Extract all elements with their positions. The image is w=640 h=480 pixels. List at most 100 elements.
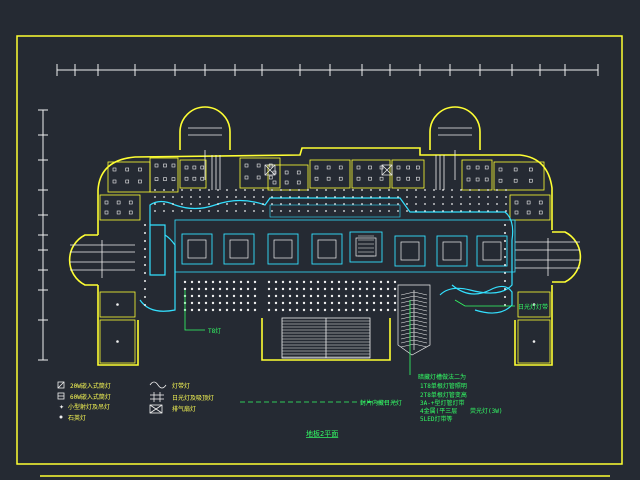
herringbone-rib <box>413 303 428 308</box>
room <box>461 159 493 191</box>
downlight <box>199 189 201 191</box>
room-fixture <box>356 176 361 181</box>
herringbone-rib <box>400 331 415 336</box>
room-fixture <box>466 165 471 170</box>
downlight <box>295 280 299 284</box>
downlight <box>271 203 273 205</box>
herringbone-rib <box>413 307 428 312</box>
downlight <box>379 210 381 212</box>
panel-inset <box>273 239 293 259</box>
side-room-light <box>116 340 119 343</box>
downlight <box>190 189 192 191</box>
downlight <box>144 288 146 290</box>
panel-inset <box>355 237 377 257</box>
downlight <box>316 196 318 198</box>
exhaust-cross <box>381 164 393 176</box>
downlight <box>406 210 408 212</box>
panel-inset <box>442 241 462 261</box>
room-fixture <box>406 165 410 170</box>
downlight <box>274 308 278 312</box>
herringbone-rib <box>400 291 415 296</box>
ceiling-panel <box>223 233 255 265</box>
downlight <box>379 294 383 298</box>
downlight <box>478 189 480 191</box>
downlight <box>469 196 471 198</box>
downlight <box>397 203 399 205</box>
downlight <box>334 189 336 191</box>
room-fixture <box>475 165 480 170</box>
downlight <box>330 294 334 298</box>
room-fixture <box>514 200 519 205</box>
downlight <box>330 280 334 284</box>
downlight <box>352 189 354 191</box>
downlight <box>295 301 299 305</box>
downlight <box>183 287 187 291</box>
room <box>239 157 281 189</box>
downlight <box>365 287 369 291</box>
downlight <box>351 287 355 291</box>
room-fixture <box>200 165 205 170</box>
downlight <box>393 308 397 312</box>
downlight <box>208 203 210 205</box>
downlight <box>323 301 327 305</box>
downlight <box>316 294 320 298</box>
downlight <box>325 196 327 198</box>
room-fixture <box>526 210 531 215</box>
downlight <box>337 301 341 305</box>
downlight <box>460 203 462 205</box>
downlight <box>309 287 313 291</box>
downlight <box>281 301 285 305</box>
downlight <box>330 287 334 291</box>
room-fixture <box>104 200 109 205</box>
downlight <box>232 308 236 312</box>
dimension-ruler-left <box>38 109 48 361</box>
downlight <box>337 287 341 291</box>
room-fixture <box>112 167 117 172</box>
downlight <box>217 196 219 198</box>
downlight <box>190 301 194 305</box>
downlight <box>280 189 282 191</box>
downlight <box>239 308 243 312</box>
downlight <box>379 196 381 198</box>
downlight <box>288 294 292 298</box>
drawing-title: 地板2平面 <box>306 429 338 438</box>
downlight <box>352 210 354 212</box>
downlight <box>361 203 363 205</box>
downlight <box>144 264 146 266</box>
downlight <box>281 308 285 312</box>
downlight <box>232 287 236 291</box>
room-fixture <box>538 210 543 215</box>
downlight <box>218 287 222 291</box>
downlight <box>144 256 146 258</box>
herringbone-rib <box>413 299 428 304</box>
room-fixture <box>379 176 384 181</box>
room-fixture <box>314 165 319 170</box>
room-fixture <box>154 163 159 168</box>
drawing-frame <box>16 35 623 465</box>
downlight <box>235 196 237 198</box>
downlight <box>172 203 174 205</box>
downlight <box>154 196 156 198</box>
downlight <box>393 280 397 284</box>
room-fixture <box>338 176 343 181</box>
downlight <box>433 196 435 198</box>
herringbone-rib <box>413 311 428 316</box>
downlight <box>386 294 390 298</box>
note-line-4: 4金属(平三层 <box>420 407 457 415</box>
downlight <box>334 196 336 198</box>
downlight <box>190 280 194 284</box>
downlight <box>163 189 165 191</box>
downlight <box>274 301 278 305</box>
downlight <box>334 203 336 205</box>
downlight <box>496 196 498 198</box>
downlight <box>190 203 192 205</box>
ceiling-panel <box>181 233 213 265</box>
downlight <box>406 189 408 191</box>
downlight <box>281 294 285 298</box>
herringbone-rib <box>413 339 428 344</box>
downlight <box>289 210 291 212</box>
downlight <box>469 203 471 205</box>
legend-label-3: 石英灯 <box>68 414 86 422</box>
downlight <box>504 224 506 226</box>
